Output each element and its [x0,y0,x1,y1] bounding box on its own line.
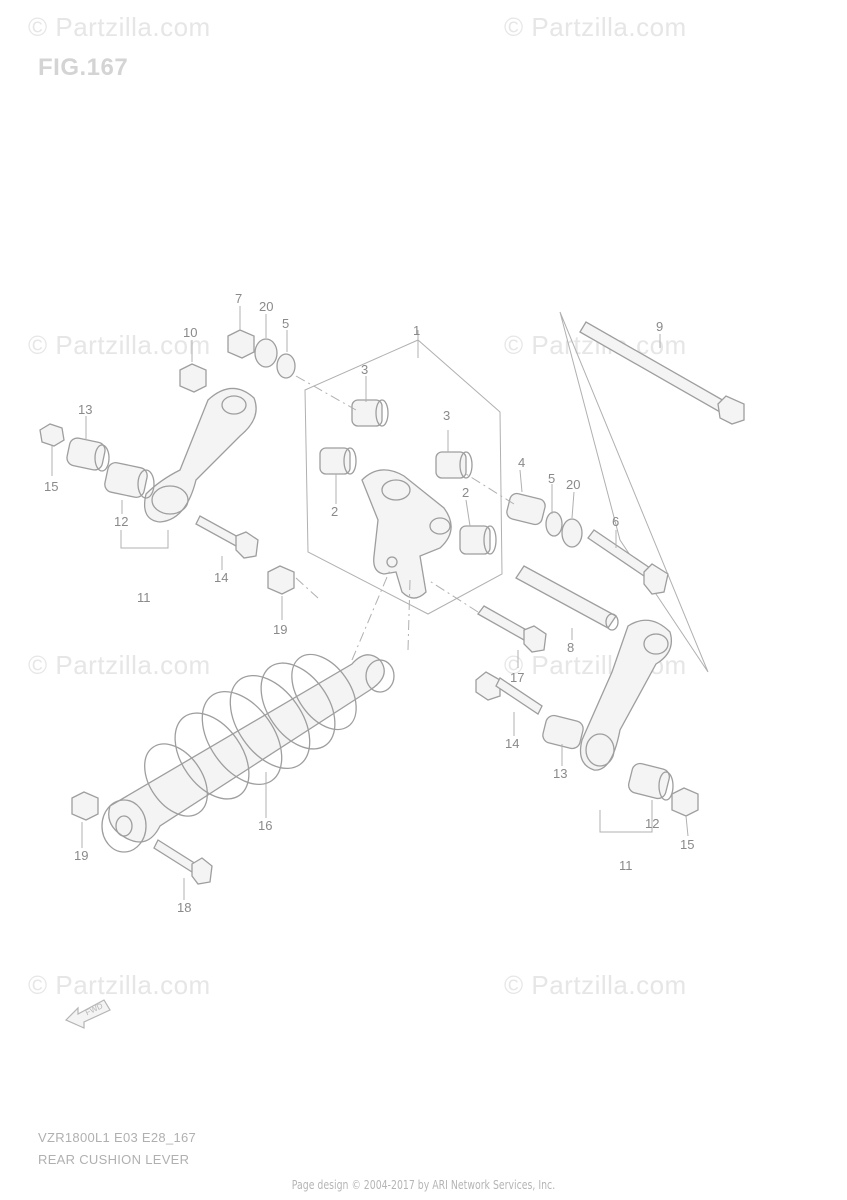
bearing-2-left [319,447,357,475]
callout-3-upper: 3 [361,362,368,377]
footer-copyright: Page design © 2004-2017 by ARI Network S… [291,1178,556,1192]
callout-19-bottom: 19 [74,848,88,863]
callout-6: 6 [612,514,619,529]
callout-4: 4 [518,455,525,470]
watermark: © Partzilla.com [28,650,211,680]
watermark: © Partzilla.com [504,970,687,1000]
callout-17: 17 [510,670,524,685]
nut-left [39,423,65,447]
callout-12-left: 12 [114,514,128,529]
rear-shock-absorber [101,653,395,853]
bearing-right [627,762,674,801]
callout-1: 1 [413,323,420,338]
callout-15-right: 15 [680,837,694,852]
washer-20-top [254,338,278,368]
model-code: VZR1800L1 E03 E28_167 [38,1130,197,1145]
bolt-18 [153,839,213,885]
callout-11-right: 11 [619,858,633,873]
figure-title: FIG.167 [38,54,129,81]
bearing-2-right [459,525,497,555]
washer-20-right [561,518,583,548]
bolt-group-outline [559,311,709,673]
section-title: REAR CUSHION LEVER [38,1152,190,1167]
bolt-14-top [195,515,259,559]
watermark: © Partzilla.com [28,12,211,42]
callout-18: 18 [177,900,191,915]
cushion-lever [361,469,452,599]
nut-right [671,787,699,817]
nut-7 [227,329,255,359]
callout-15-left: 15 [44,479,58,494]
callout-7: 7 [235,291,242,306]
bearing-3-right [435,451,473,479]
watermark: © Partzilla.com [28,970,211,1000]
watermark: © Partzilla.com [28,330,211,360]
lever-link-left [143,387,257,523]
callout-20: 20 [259,299,273,314]
callout-5: 5 [282,316,289,331]
bolt-6 [587,529,669,595]
bearing-3-upper [351,399,389,427]
callout-10: 10 [183,325,197,340]
callout-3-right: 3 [443,408,450,423]
callout-20-right: 20 [566,477,580,492]
lever-link-right [579,619,673,771]
collar-right [542,714,584,750]
rod-8 [515,565,619,631]
callout-12-right: 12 [645,816,659,831]
callout-16: 16 [258,818,272,833]
callout-2-right: 2 [462,485,469,500]
bolt-17 [477,605,547,653]
callout-8: 8 [567,640,574,655]
nut-top [179,363,207,393]
callout-19-top: 19 [273,622,287,637]
nut-19-bottom [71,791,99,821]
nut-19-top [267,565,295,595]
callout-5-right: 5 [548,471,555,486]
collar-4 [506,492,546,526]
callout-labels: 7 20 5 10 1 9 3 13 3 15 2 4 5 20 12 2 6 … [44,291,694,915]
bolt-9 [579,321,745,425]
callout-13-left: 13 [78,402,92,417]
callout-14-right: 14 [505,736,519,751]
bolt-14-right [475,671,543,715]
leader-lines [51,306,689,900]
callout-14-top: 14 [214,570,228,585]
seal-5-top [276,353,296,379]
bearing-left [104,462,155,499]
callout-11-left: 11 [137,590,151,605]
seal-5-right [545,511,563,537]
callout-9: 9 [656,319,663,334]
callout-2-left: 2 [331,504,338,519]
forward-arrow-icon: FWD [64,999,111,1029]
watermark: © Partzilla.com [504,12,687,42]
collar-left [66,437,110,472]
callout-13-right: 13 [553,766,567,781]
